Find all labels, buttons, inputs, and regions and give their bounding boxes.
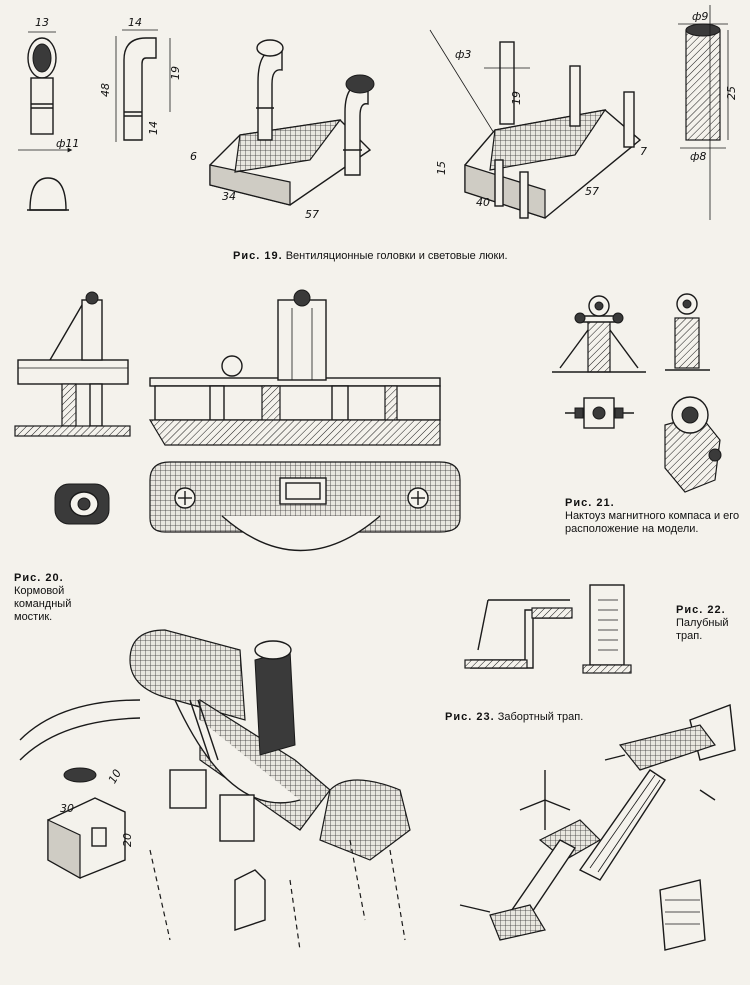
fig19-dim-14: 14 [128,16,142,29]
fig21-binnacle-side [665,293,710,371]
fig19-caption-prefix: Рис. 19. [233,250,283,262]
fig19-dim-19a: 19 [169,66,182,80]
fig23-caption-prefix: Рис. 23. [445,711,495,723]
fig19-skylight-vents [209,39,375,206]
fig19-dim-d11: ф11 [56,137,79,150]
fig19-skylight-posts [429,29,642,219]
fig23-caption-text: Забортный трап. [497,711,584,723]
fig20-plan-large [149,461,461,552]
fig20-dim-10: 10 [106,767,124,786]
fig20-dim-30: 30 [60,802,74,815]
fig19-dim-19b: 19 [510,91,523,105]
fig20-caption: Рис. 20. Кормовой командный мостик. [14,572,104,624]
fig19-vent-head-profile [115,29,171,142]
fig21-binnacle-plan [565,397,634,429]
fig19-dim-15: 15 [435,161,448,175]
fig21-binnacle-front [552,295,646,373]
fig19-dim-d3: ф3 [455,48,471,61]
fig19-dim-57b: 57 [585,185,599,198]
fig19-dim-48: 48 [99,83,112,97]
fig21-binnacle-iso [664,396,722,493]
fig19-dim-57a: 57 [305,208,319,221]
fig19-dim-d9: ф9 [692,10,708,23]
fig22-caption-text: Палубный трап. [676,617,729,642]
fig19-dim-6: 6 [190,150,197,163]
fig19-dim-40: 40 [476,196,490,209]
fig23-accommodation-ladder [459,704,736,951]
fig20-caption-prefix: Рис. 20. [14,572,64,584]
fig23-caption: Рис. 23. Забортный трап. [445,711,583,724]
fig19-pillar [678,5,729,220]
fig19-dim-13: 13 [35,16,49,29]
fig22-caption: Рис. 22. Палубный трап. [676,604,741,643]
fig21-caption-text: Нактоуз магнитного компаса и его располо… [565,510,740,535]
fig19-dim-25: 25 [725,86,738,100]
fig19-dim-34: 34 [222,190,236,203]
fig19-caption: Рис. 19. Вентиляционные головки и светов… [233,250,508,263]
fig20-isometric-view [19,629,411,951]
fig22-caption-prefix: Рис. 22. [676,604,726,616]
fig21-caption: Рис. 21. Нактоуз магнитного компаса и ег… [565,497,740,536]
fig20-side-view-small [14,291,131,437]
fig20-plan-small [54,483,110,525]
fig22-deck-ladder [464,584,632,674]
fig20-caption-text: Кормовой командный мостик. [14,585,72,623]
fig19-vent-head-side [18,31,73,211]
fig19-dim-d8: ф8 [690,150,706,163]
fig21-caption-prefix: Рис. 21. [565,497,615,509]
fig20-side-view-large [148,289,441,446]
fig20-dim-20: 20 [121,833,134,847]
fig19-dim-7: 7 [640,145,647,158]
fig19-dim-14b: 14 [147,121,160,135]
fig19-caption-text: Вентиляционные головки и световые люки. [285,250,508,262]
